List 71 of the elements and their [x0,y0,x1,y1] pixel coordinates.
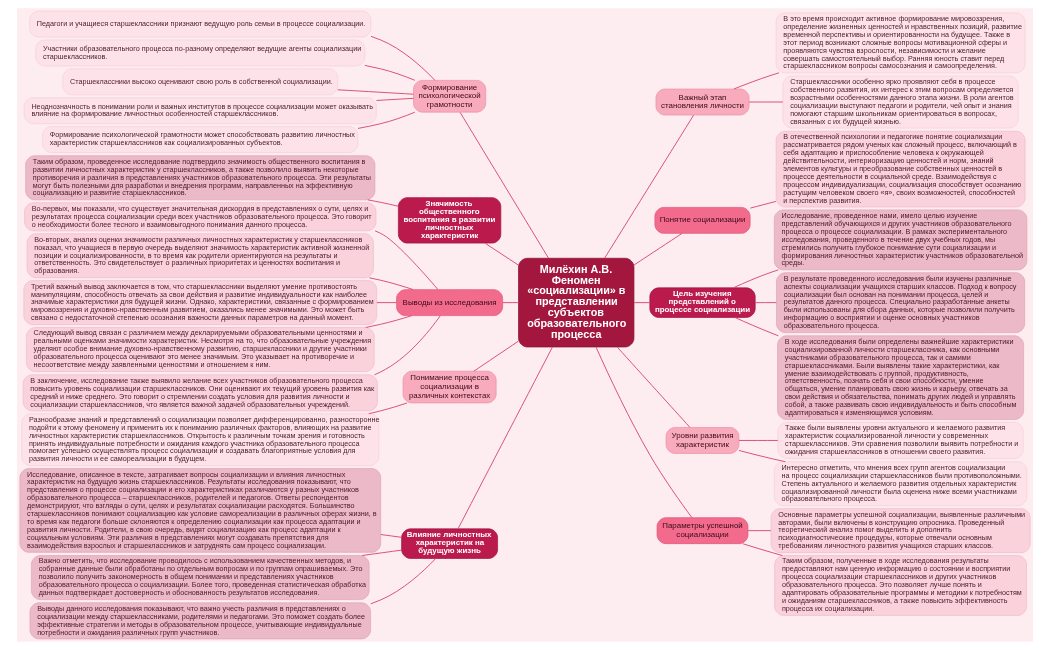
connector [484,242,519,266]
node-box: Выводы данного исследования показывают, что важно учесть различия в представлениях о социализации между старшеклассниками, родителями и педагогами. Это поможет создать более эффективные стратегии и методы в образовательном процессе, учитывающие индивидуальные потребности и ожидания различных групп участников. [29,602,371,640]
node-box: Значимость общественного воспитания в развитии личностных характеристик [398,197,502,244]
node-box: В отечественной психологии и педагогике понятие социализации рассматривается рядом ученых как сложный процесс, включающий в себя адаптацию и приспособление человека к окружающей действительности, интериоризацию ценностей и норм, знаний элементов культуры и преобразование собственных ценностей в процессе деятельности в социальной среде. Взаимодействуя с процессом индивидуализации, социализация способствует осознанию растущим человеком своего «я», своих возможностей, способностей и перспектив развития. [775,130,1026,208]
connector [754,302,777,304]
node-box: Важный этап становления личности [655,88,750,116]
node-box: Разнообразие знаний и представлений о социализации позволяет дифференцированно, разносторонне подойти к этому феномену и применить их к пониманию различных факторов, влияющих на развитие личностных характеристик старшеклассников. Открытость к различным точкам зрения и готовность принять индивидуальные потребности и ожидания каждого участника образовательного процесса помогает успешно осуществлять процесс социализации и создавать благоприятные условия для развития личности и ее самореализации в будущем. [21,413,380,467]
connector [733,269,779,289]
node-box: Старшеклассники высоко оценивают свою роль в собственной социализации. [62,68,339,96]
connector [368,277,414,291]
connector [361,549,402,556]
node-box: Старшеклассники особенно ярко проявляют себя в процессе собственного развития, их интерес к этим вопросам определяется возрастными особенностями данного этапа жизни. В роли агентов социализации выступают педагоги и родители, чей опыт и знания помогают старшим школьникам ориентироваться в вопросах, связанных с их будущей жизнью. [782,75,1019,129]
node-box: Важно отметить, что исследование проводилось с использованием качественных методов, и собранные данные были обработаны по отдельным вопросам и по группам опрашиваемых. Это позволило получить закономерность в общем понимании и представлениях участников образовательного процесса о социализации. Более того, проведенная статистическая обработка данных подтверждает достоверность и обоснованность результатов исследования. [31,555,370,600]
connector [370,35,436,81]
connector [595,346,693,519]
node-box: Участники образовательного процесса по-разному определяют ведущие агенты социализации старшеклассников. [35,39,366,67]
node-box: Интересно отметить, что мнения всех групп агентов социализации на процесс социализации старшеклассников были противоположными. Степень актуального и желаемого развития отдельных характеристик социализированной личности была оценена ниже всеми участниками образовательного процесса. [773,461,1028,507]
node-box: Исследование, описанное в тексте, затрагивает вопросы социализации и влияния личностных характеристик на будущую жизнь старшеклассников. Результаты исследования показывают, что представления о процессе социализации и его характеристиках различаются у разных участников образовательного процесса – старшеклассников, родителей и педагогов. Ответы респондентов демонстрируют, что взгляды о сути, целях и результатах социализации расходятся. Большинство старшеклассников понимают социализацию как условие самореализации в различных сферах жизни, в то время как педагоги больше склоняются к определению социализации как процесса адаптации и развития личности. Родители, в свою очередь, видят социализацию как процесс адаптации к социальным условиям. Эти различия в представлениях могут создавать препятствия для взаимодействия взрослых и старшеклассников и затруднять сам процесс социализации. [19,468,382,553]
connector [374,230,439,290]
node-box: Следующий вывод связан с различием между декларируемыми образовательными ценностями и реальными оценками значимости характеристик. Несмотря на то, что образовательные учреждения уделяют особое внимание духовно-нравственному развитию, старшеклассники и другие участники образовательного процесса оценивают это менее значимым. Это указывает на противоречие и несоответствие между заявленными ценностями и отношением к ним. [26,327,375,372]
connector [738,439,779,441]
node-box: В результате проведенного исследования были изучены различные аспекты социализации учащихся старших классов. Подход к вопросу социализации был основан на понимании процесса, целей и результатов данного процесса. Специально разработанные анкеты были использованы для сбора данных, которые позволили получить информацию о восприятии и оценке основных участников образовательного процесса. [776,272,1026,333]
node-box: Третий важный вывод заключается в том, что старшеклассники выделяют умение противостоять манипуляциям, способность отвечать за свои действия и развитие индивидуальности как наиболее значимые характеристики для будущей жизни. Однако, характеристики, связанные с формированием мировоззрения и духовно-нравственным развитием, оказались менее значимыми. Это может быть связано с недостаточной степенью осознания важности данных параметров на данный момент. [23,280,378,325]
connector [748,101,784,103]
connector [367,199,399,207]
node-box: Понятие социализации [654,207,751,234]
node-box: Цель изучения представлений о процессе социализации [649,287,756,318]
node-box: Таким образом, проведенное исследование подтвердило значимость общественного воспитания в развитии личностных характеристик у старшеклассников, а также позволило выявить некоторые противоречия и различия в представлениях участников образовательного процесса. Эти результаты могут быть полезными для разработки и внедрения программ, направленных на эффективную социализацию и развитие старшеклассников. [25,155,376,201]
connector [633,302,651,304]
node-box: Педагоги и учащиеся старшеклассники признают ведущую роль семьи в процессе социализации. [29,10,372,38]
connector [337,89,414,95]
node-box: Во-вторых, анализ оценки значимости различных личностных характеристик у старшеклассников показал, что учащиеся в первую очередь выделяют значимость характеристик активной жизненной позиции и социализированности, в то время как родители ориентируются на результаты и ответственность. Это свидетельствует о различных приоритетах и ценностях воспитания и образования. [26,233,374,279]
node-box: В ходе исследования были определены важнейшие характеристики социализированной личности старшеклассника, как основными участниками образовательного процесса, так и самими старшеклассниками. Были выявлены такие характеристики, как умение взаимодействовать с группой, продуктивность, ответственность, познать себя и свои способности, умение общаться, умение планировать свою жизнь и карьеру, отвечать за свои действия и обязательства, понимать других людей и управлять собой, а также развивать свою индивидуальность и быть способным адаптироваться к изменяющимся условиям. [777,335,1024,420]
node-box: Исследование, проведенное нами, имело целью изучение представлений обучающихся и других участников образовательного процесса о процессе социализации. В рамках экспериментального исследования, проведенного в течение двух учебных годов, мы стремились получить глубокое понимание сути социализации и формирования личностных характеристик участников образовательной среды. [773,209,1028,271]
connector [368,402,408,415]
connector [365,315,413,328]
node-box: Уровни развития характеристик [665,427,740,454]
node-box: Также были выявлены уровни актуального и желаемого развития характеристик социализированной личности у современных старшеклассников. Эти сравнения позволили выявить потребности и ожидания старшеклассников в отношении своего развития. [777,422,1024,459]
node-box: Влияние личностных характеристик на будущую жизнь [401,528,498,559]
connector [457,346,553,530]
connector [473,340,519,372]
node-box: Параметры успешной социализации [656,517,749,544]
node-box: Формирование психологической грамотности [413,80,487,113]
node-box: Понимание процесса социализации в различных контекстах [402,370,497,404]
node-box: Таким образом, полученные в ходе исследования результаты предоставляют нам ценную информацию о состоянии и восприятии процесса социализации старшеклассников и других участников образовательного процесса. Это позволяет лучше понять и адаптировать образовательные программы и методики к потребностям и ожиданиям старшеклассников, а также повысить эффективность процесса их социализации. [774,555,1027,616]
node-box: Во-первых, мы показали, что существует значительная дискордия в представлениях о сути, целях и результатах процесса социализации среди всех участников образовательного процесса. Это говорит о необходимости более тесного и взаимовыгодного понимания данного процесса. [24,202,377,232]
connector [459,112,549,259]
node-box: В заключение, исследование также выявило желание всех участников образовательного процесса повысить уровень социализации старшеклассников. Они оценивают их текущий уровень развития как средний и ниже среднего. Это говорит о стремлении создать условия для развития личности и социализации старшеклассников, что является важной задачей образовательных учреждений. [22,374,378,412]
connector [370,558,437,605]
node-box: В это время происходит активное формирование мировоззрения, определение жизненных ценностей и нравственных позиций, развитие временной перспективы и ориентированности на будущее. Также в этот период возникают сложные вопросы мотивационной сферы и проявляются чувства взрослости, независимости и желание совершать самостоятельный выбор. Ранняя юность ставит перед старшеклассником вопросы самосознания и самоопределения. [775,12,1026,74]
connector [604,114,695,259]
connector [734,317,779,337]
connector [357,111,416,129]
node-box: Неоднозначность в понимании роли и важных институтов в процессе социализации может оказывать влияние на формирование личностных особенностей старшеклассников. [23,97,377,125]
connector [374,315,441,376]
connector [376,97,414,101]
connector [380,534,402,538]
node-box: Выводы из исследования [396,289,503,316]
connector [364,64,416,81]
connector [633,232,683,266]
connector [738,449,786,463]
connector [502,302,519,304]
connector [742,543,783,556]
connector [616,346,691,428]
connector [747,530,772,532]
node-box: Милёхин А.В. Феномен «социализации» в представлении субъектов образовательного процесса [518,257,635,348]
connector [733,72,780,90]
node-box: Основные параметры успешной социализации, выявленные различными авторами, были включены в конструкцию опросника. Проведенный теоретический анализ помог выделить и дополнить психодиагностические процедуры, которые отвечали основным требованиям личностного развития учащихся старших классов. [770,508,1031,553]
node-box: Формирование психологической грамотности может способствовать развитию личностных характеристик старшеклассников как социализированных субъектов. [42,126,359,153]
connector [749,200,777,209]
connector [376,302,397,304]
